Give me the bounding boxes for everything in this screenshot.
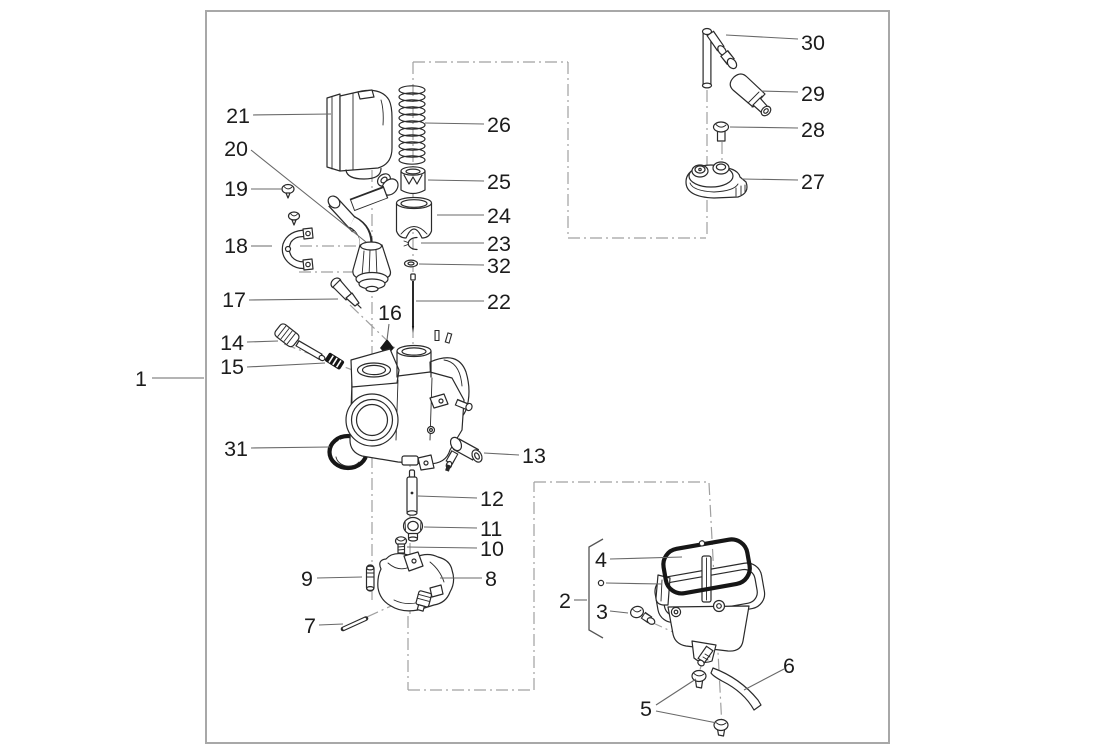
callout-22: 22 [487,290,511,314]
part-19b-screw [287,211,301,226]
callout-14: 14 [220,331,244,355]
part-1-carburettor-body [345,330,473,471]
callout-24: 24 [487,204,511,228]
callout-10: 10 [480,537,504,561]
callout-6: 6 [783,654,795,678]
part-14-adjuster-screw [274,323,326,362]
callout-4: 4 [595,548,607,572]
callout-25: 25 [487,170,511,194]
part-25-spring-seat [400,166,426,195]
callout-30: 30 [801,31,825,55]
callout-9: 9 [301,567,313,591]
part-10-screw [394,536,408,554]
part-5-screw-b [713,718,729,737]
part-8-float [377,551,455,612]
callout-13: 13 [522,444,546,468]
part-9-float-pin [365,564,375,592]
callout-1: 1 [135,367,147,391]
callout-2: 2 [559,589,571,613]
part-19-screw [281,183,295,199]
part-30-bent-tube [701,27,738,89]
part-27-carb-top [685,161,748,199]
part-28-screw [712,121,730,142]
callout-20: 20 [224,137,248,161]
part-3-screw [630,605,656,625]
part-21-cover [326,89,393,180]
callout-3: 3 [596,600,608,624]
callout-16: 16 [378,301,402,325]
callout-28: 28 [801,118,825,142]
callout-17: 17 [222,288,246,312]
part-17-needle-valve [330,277,362,309]
part-6-drain-hose [710,667,762,711]
callout-26: 26 [487,113,511,137]
part-24-throttle-slide [395,196,433,239]
part-32-washer [403,259,419,268]
part-26-spring [398,85,426,165]
callout-19: 19 [224,177,248,201]
callout-7: 7 [304,614,316,638]
part-12-needle-jet [406,469,418,516]
part-18-retaining-clip [281,227,314,271]
callout-5: 5 [640,697,652,721]
part-4-gasket [661,537,752,596]
callout-23: 23 [487,232,511,256]
diagram-frame [205,10,890,744]
callout-8: 8 [485,567,497,591]
leader-lines [152,34,799,724]
part-22-jet-needle [410,273,416,333]
callout-31: 31 [224,437,248,461]
callout-labels: 1 21 20 19 18 17 16 14 15 31 9 7 2 5 26 … [135,31,825,721]
callout-11: 11 [480,517,502,541]
part-7-hinge-pin [340,616,369,632]
part-13-inlet-fitting [445,436,483,472]
callout-29: 29 [801,82,825,106]
group-2-bracket [588,538,604,639]
part-2-washer [597,579,605,587]
callout-12: 12 [480,487,504,511]
part-29-boot [729,73,772,117]
callout-21: 21 [226,104,250,128]
callout-32: 32 [487,254,511,278]
callout-15: 15 [220,355,244,379]
callout-18: 18 [224,234,248,258]
callout-27: 27 [801,170,825,194]
part-23-clip [403,236,418,251]
part-20-choke-plunger [327,173,399,293]
part-15-adjuster-spring [325,352,345,370]
part-11-main-jet [402,516,424,542]
